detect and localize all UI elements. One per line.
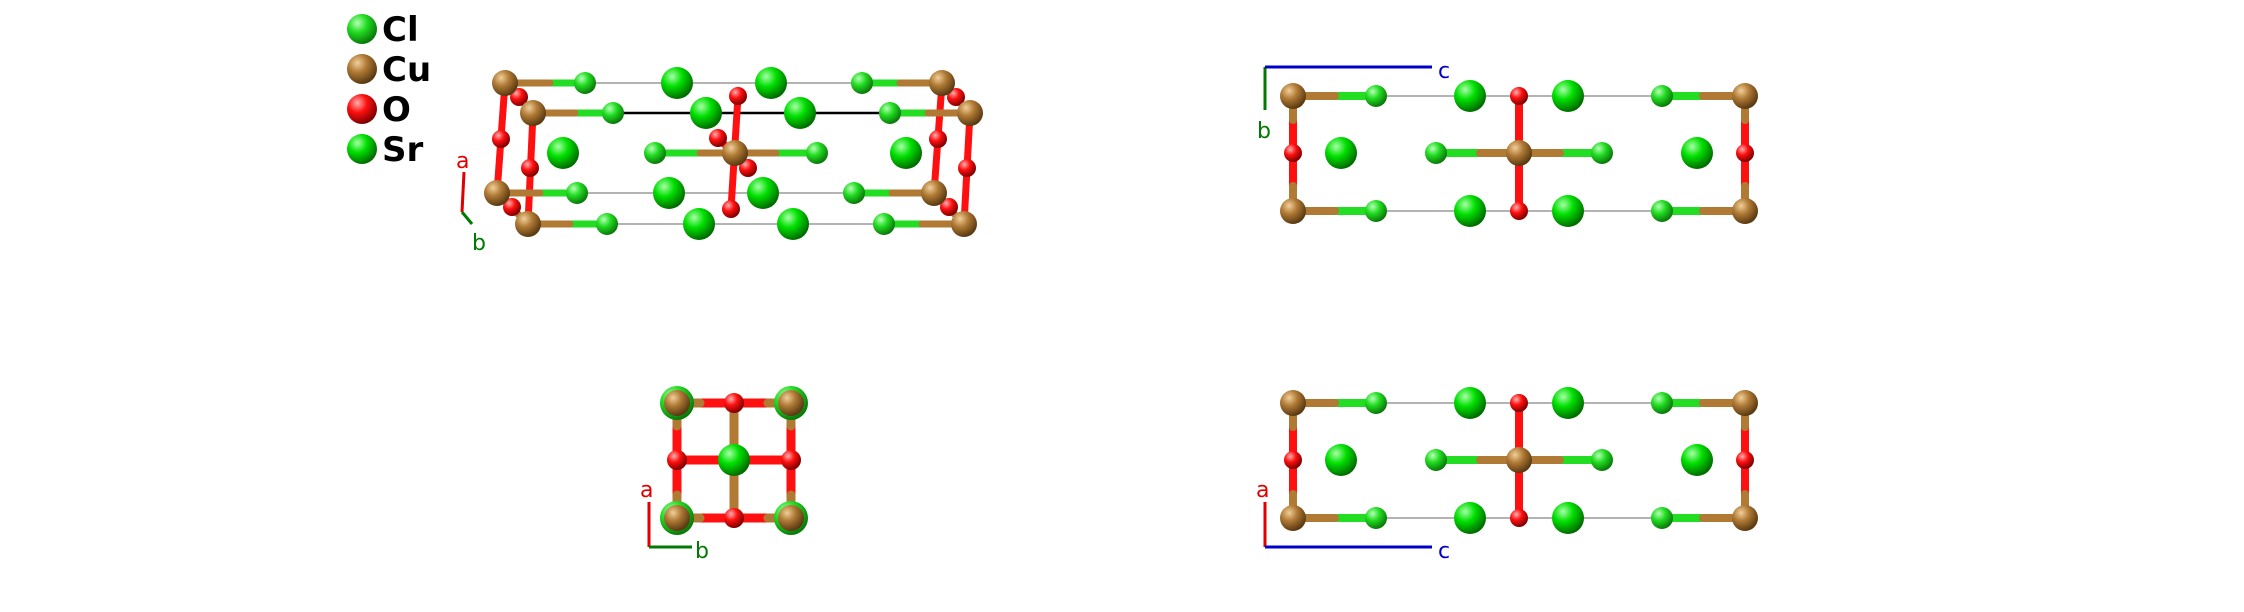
cu-atoms: [1280, 390, 1758, 531]
axis-indicator: a c: [1256, 478, 1450, 564]
axis-label-c: c: [1438, 539, 1450, 564]
legend-item-sr: Sr: [347, 130, 423, 170]
axis-label-a: a: [640, 478, 653, 503]
o-atoms: [492, 87, 976, 218]
o-atoms: [667, 393, 801, 528]
o-atoms: [1284, 87, 1754, 220]
axis-label-a: a: [1256, 478, 1269, 503]
o-atoms: [1284, 394, 1754, 527]
cu-atoms: [1280, 83, 1758, 224]
legend-label: Cu: [382, 50, 431, 90]
legend-item-cu: Cu: [347, 50, 431, 90]
axis-indicator: a b: [640, 478, 709, 564]
legend-label: O: [382, 90, 411, 130]
cl-atoms: [1365, 85, 1673, 222]
sr-atoms: [1325, 80, 1713, 227]
axis-label-a: a: [456, 149, 469, 174]
sr-atoms: [547, 67, 922, 240]
cl-swatch-icon: [347, 14, 377, 44]
axis-label-b: b: [472, 231, 486, 256]
legend-label: Sr: [382, 130, 423, 170]
axis-indicator: a b: [456, 149, 486, 256]
legend-label: Cl: [382, 10, 419, 50]
axis-indicator: b c: [1257, 59, 1450, 144]
cu-atoms: [484, 70, 983, 237]
cl-atoms: [1365, 392, 1673, 529]
legend: Cl Cu O Sr: [347, 10, 431, 170]
cu-atoms: [664, 390, 804, 531]
o-swatch-icon: [347, 94, 377, 124]
sr-swatch-icon: [347, 134, 377, 164]
view-along-a: b c: [1257, 59, 1758, 227]
cu-swatch-icon: [347, 54, 377, 84]
legend-item-o: O: [347, 90, 411, 130]
cl-atoms: [566, 72, 901, 235]
axis-label-c: c: [1438, 59, 1450, 84]
view-along-c: a b: [640, 386, 808, 564]
view-perspective: a b: [456, 67, 983, 256]
view-along-b: a c: [1256, 387, 1758, 564]
sr-atoms: [1325, 387, 1713, 534]
legend-item-cl: Cl: [347, 10, 419, 50]
sr-atom: [718, 444, 750, 476]
axis-label-b: b: [695, 539, 709, 564]
axis-label-b: b: [1257, 119, 1271, 144]
